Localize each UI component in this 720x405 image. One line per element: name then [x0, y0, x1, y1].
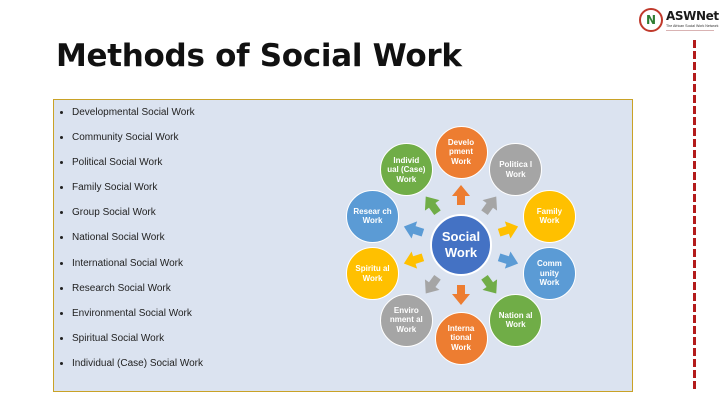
list-item: Spiritual Social Work: [54, 333, 294, 358]
diagram-node: Politica l Work: [489, 143, 543, 197]
arrow-icon: [452, 285, 470, 305]
logo-emblem-icon: N: [639, 8, 663, 32]
diagram-node-label: Interna tional Work: [447, 323, 475, 352]
diagram-node-label: Comm unity Work: [536, 259, 562, 288]
arrow-shape: [452, 285, 470, 305]
arrow-shape: [481, 196, 498, 216]
diagram-arrows: [403, 185, 519, 305]
arrow-shape: [424, 274, 441, 294]
diagram-node: Develo pment Work: [434, 125, 488, 179]
arrow-shape: [481, 274, 498, 294]
logo-name: ASWNet: [666, 9, 719, 23]
diagram-node-label: Spiritu al Work: [355, 264, 390, 283]
arrow-icon: [481, 196, 498, 216]
logo-underline: [666, 30, 714, 31]
diagram-node-label: Family Work: [536, 206, 563, 226]
arrow-icon: [403, 221, 425, 239]
list-item: Group Social Work: [54, 207, 294, 232]
list-item: International Social Work: [54, 258, 294, 283]
arrow-icon: [424, 196, 441, 216]
list-item: Community Social Work: [54, 132, 294, 157]
slide-title: Methods of Social Work: [56, 38, 462, 74]
logo-tagline: The African Social Work Network: [666, 24, 719, 28]
arrow-shape: [452, 185, 470, 205]
diagram-node: Enviro nment al Work: [379, 293, 433, 347]
arrow-shape: [403, 251, 425, 269]
arrow-shape: [403, 221, 425, 239]
arrow-shape: [497, 251, 519, 269]
diagram-node: Resear ch Work: [346, 189, 400, 243]
diagram-node-label: Nation al Work: [498, 310, 533, 330]
list-item: National Social Work: [54, 232, 294, 257]
diagram-node: Spiritu al Work: [346, 247, 400, 301]
diagram-node-label: Resear ch Work: [353, 206, 392, 226]
arrow-icon: [424, 274, 441, 294]
diagram-node-label: Individ ual (Case) Work: [387, 155, 426, 184]
list-item: Developmental Social Work: [54, 107, 294, 132]
diagram-node-label: Politica l Work: [499, 160, 533, 179]
decorative-dashed-border: [693, 40, 696, 392]
arrow-shape: [424, 196, 441, 216]
arrow-icon: [497, 251, 519, 269]
diagram-node: Family Work: [522, 189, 576, 243]
arrow-icon: [481, 274, 498, 294]
arrow-icon: [497, 221, 519, 239]
methods-list: Developmental Social Work Community Soci…: [54, 107, 294, 383]
diagram-node-label: Enviro nment al Work: [389, 305, 423, 334]
logo-letter: N: [645, 13, 657, 27]
diagram-node-label: Develo pment Work: [447, 137, 475, 166]
list-item: Political Social Work: [54, 157, 294, 182]
center-node-social-work: Social Work: [430, 214, 492, 276]
arrow-shape: [497, 221, 519, 239]
arrow-icon: [403, 251, 425, 269]
center-node-label: Social Work: [441, 229, 481, 260]
aswnet-logo: N ASWNet The African Social Work Network: [639, 8, 719, 36]
list-item: Family Social Work: [54, 182, 294, 207]
list-item: Research Social Work: [54, 283, 294, 308]
diagram-node: Comm unity Work: [522, 247, 576, 301]
diagram-node: Interna tional Work: [434, 311, 488, 365]
diagram-node: Nation al Work: [489, 293, 543, 347]
content-panel: Developmental Social Work Community Soci…: [53, 99, 633, 392]
list-item: Individual (Case) Social Work: [54, 358, 294, 383]
list-item: Environmental Social Work: [54, 308, 294, 333]
arrow-icon: [452, 185, 470, 205]
diagram-node: Individ ual (Case) Work: [379, 143, 433, 197]
